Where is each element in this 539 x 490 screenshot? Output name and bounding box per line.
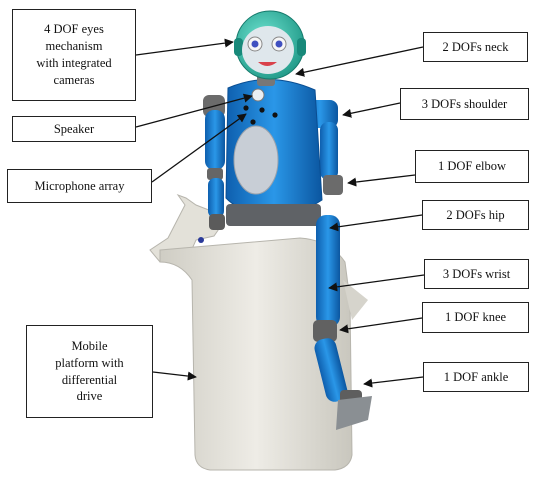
leader-arrows — [135, 38, 425, 388]
label-eyes-mechanism: 4 DOF eyes mechanism with integrated cam… — [12, 9, 136, 101]
mouth — [258, 62, 277, 66]
label-wrist: 3 DOFs wrist — [424, 259, 529, 289]
arrow-shoulder — [342, 102, 401, 118]
label-knee: 1 DOF knee — [422, 302, 529, 333]
label-neck: 2 DOFs neck — [423, 32, 528, 62]
head-ear-right — [297, 38, 306, 56]
mobile-platform — [149, 193, 368, 471]
robot-right-leg — [313, 215, 372, 430]
platform-head — [149, 193, 222, 263]
label-ankle: 1 DOF ankle — [423, 362, 529, 392]
label-speaker: Speaker — [12, 116, 136, 142]
arrow-speaker — [135, 93, 253, 128]
pupil-right — [275, 40, 283, 48]
platform-eye — [198, 237, 204, 243]
label-shoulder: 3 DOFs shoulder — [400, 88, 529, 120]
label-microphone-array: Microphone array — [7, 169, 152, 203]
arrow-knee — [339, 317, 423, 334]
foot — [336, 396, 372, 430]
platform-tail — [343, 280, 368, 320]
microphone-2 — [259, 107, 265, 113]
microphone-3 — [272, 112, 278, 118]
arrow-elbow — [347, 174, 416, 187]
arrow-eyes — [135, 38, 234, 56]
label-elbow: 1 DOF elbow — [415, 150, 529, 183]
pupil-left — [251, 40, 259, 48]
label-hip: 2 DOFs hip — [422, 200, 529, 230]
arrow-mic — [151, 113, 247, 183]
hip-joint-belt — [226, 204, 321, 226]
robot-head — [234, 10, 306, 86]
arrow-ankle — [363, 376, 424, 388]
head-ear-left — [234, 38, 243, 56]
arrow-platform — [152, 371, 197, 381]
microphone-1 — [243, 105, 249, 111]
label-mobile-platform: Mobile platform with differential drive — [26, 325, 153, 418]
microphone-4 — [250, 119, 256, 125]
arrow-neck — [295, 46, 424, 77]
arrow-hip — [329, 214, 423, 232]
face-plate — [242, 26, 294, 74]
speaker-grille — [251, 88, 265, 102]
robot-left-arm — [203, 95, 225, 230]
arrow-wrist — [328, 274, 425, 292]
chest-panel — [233, 125, 279, 195]
robot-torso — [225, 79, 323, 226]
